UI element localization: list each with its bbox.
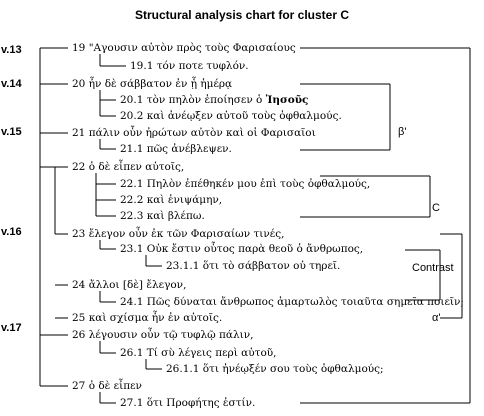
clause-19: 19 "Αγουσιν αὐτὸν πρὸς τοὺς Φαρισαίους [72, 42, 296, 54]
clause-24-1: 24.1 Πῶς δύναται ἄνθρωπος ἁμαρτωλὸς τοια… [120, 296, 464, 308]
clause-22-2: 22.2 καὶ ἐνιψάμην, [120, 194, 223, 206]
alpha-prime-label: α' [432, 312, 441, 324]
clause-26-1-1: 26.1.1 ὅτι ἠνέῳξέν σου τοὺς ὀφθαλμούς; [166, 363, 384, 375]
c-label: C [432, 202, 440, 214]
clause-20-2: 20.2 καὶ ἀνέῳξεν αὐτοῦ τοὺς ὀφθαλμούς. [120, 110, 342, 122]
verse-label-16: v.16 [1, 226, 22, 238]
clause-20: 20 ἦν δὲ σάββατον ἐν ᾗ ἡμέρᾳ [72, 78, 233, 90]
clause-24: 24 ἄλλοι [δὲ] ἔλεγον, [72, 279, 187, 291]
verse-label-14: v.14 [1, 78, 22, 90]
clause-26: 26 λέγουσιν οὖν τῷ τυφλῷ πάλιν, [72, 329, 254, 341]
clause-23-1-1: 23.1.1 ὅτι τὸ σάββατον οὐ τηρεῖ. [166, 260, 341, 272]
clause-20-1: 20.1 τὸν πηλὸν ἐποίησεν ὁ Ἰησοῦς [120, 94, 309, 106]
contrast-label: Contrast [412, 262, 454, 274]
clause-27: 27 ὁ δὲ εἶπεν [72, 380, 142, 392]
chart-title: Structural analysis chart for cluster C [134, 8, 350, 22]
clause-19-1: 19.1 τόν ποτε τυφλόν. [130, 60, 249, 72]
clause-22-1: 22.1 Πηλὸν ἐπέθηκέν μου ἐπὶ τοὺς ὀφθαλμο… [120, 178, 371, 190]
clause-25: 25 καὶ σχίσμα ἦν ἐν αὐτοῖς. [72, 312, 223, 324]
clause-21: 21 πάλιν οὖν ἠρώτων αὐτὸν καὶ οἱ Φαρισαῖ… [72, 127, 316, 139]
clause-27-1: 27.1 ὅτι Προφήτης ἐστίν. [120, 397, 256, 409]
clause-26-1: 26.1 Τί σὺ λέγεις περὶ αὐτοῦ, [120, 347, 277, 359]
clause-22: 22 ὁ δὲ εἶπεν αὐτοῖς, [72, 161, 185, 173]
beta-prime-label: β' [398, 126, 407, 138]
clause-21-1: 21.1 πῶς ἀνέβλεψεν. [120, 143, 232, 155]
clause-23: 23 ἔλεγον οὖν ἐκ τῶν Φαρισαίων τινές, [72, 228, 285, 240]
clause-emphasis: Ἰησοῦς [265, 94, 309, 106]
verse-label-13: v.13 [1, 44, 22, 56]
clause-22-3: 22.3 καὶ βλέπω. [120, 210, 205, 222]
verse-label-15: v.15 [1, 126, 22, 138]
verse-label-17: v.17 [1, 322, 22, 334]
clause-23-1: 23.1 Οὐκ ἔστιν οὗτος παρὰ θεοῦ ὁ ἄνθρωπο… [120, 243, 364, 255]
